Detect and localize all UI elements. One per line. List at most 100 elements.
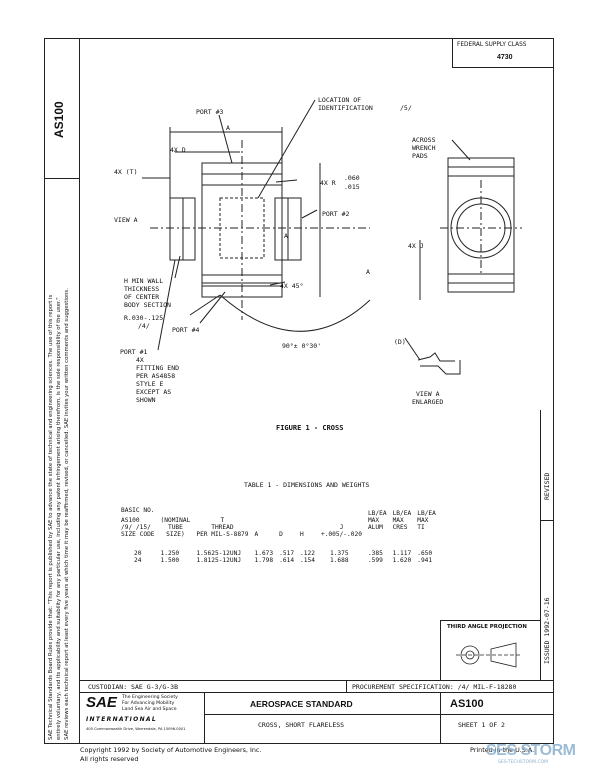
table-header-cell <box>158 504 194 517</box>
label-pads: PADS <box>412 152 428 160</box>
document-id-vertical: AS100 <box>52 101 66 138</box>
table-header-cell <box>297 504 318 517</box>
label-of-center: OF CENTER <box>124 293 160 301</box>
watermark-stamp: SES STORM <box>486 742 576 759</box>
document-frame <box>44 38 554 744</box>
federal-supply-box: FEDERAL SUPPLY CLASS 4730 <box>452 38 554 68</box>
table-cell: 20 <box>134 550 142 557</box>
label-port-3: PORT #3 <box>196 108 224 116</box>
left-side-column <box>44 38 80 744</box>
federal-supply-label: FEDERAL SUPPLY CLASS <box>457 42 527 48</box>
procurement-spec: PROCUREMENT SPECIFICATION: /4/ MIL-F-182… <box>352 683 517 691</box>
table-header-cell <box>318 504 365 517</box>
table-header-cell: TUBE <box>167 524 183 531</box>
table-header-row-3: /9/ /15/ TUBE THREAD J ALUM CRES TI <box>118 524 439 531</box>
table-cell: 1.117 <box>392 550 412 557</box>
label-identification: IDENTIFICATION <box>318 104 373 112</box>
title-block-inner-line <box>205 714 554 715</box>
custodian: CUSTODIAN: SAE G-3/G-3B <box>88 683 179 691</box>
table-header-cell: T <box>220 517 225 524</box>
label-style-e: STYLE E <box>136 380 164 388</box>
label-port-1: PORT #1 <box>120 348 148 356</box>
table-cell: .941 <box>417 557 433 564</box>
table-header-cell: (NOMINAL <box>160 517 191 524</box>
federal-supply-value: 4730 <box>497 54 513 61</box>
issued-label: ISSUED 1992-07-16 <box>543 597 551 664</box>
sae-logo: SAE <box>86 694 117 711</box>
table-header-cell: A <box>254 531 259 538</box>
table-header-cell <box>318 517 365 524</box>
side-note-3: SAE reviews each technical report at lea… <box>64 288 70 740</box>
table-header-cell <box>390 531 415 550</box>
third-angle-box: THIRD ANGLE PROJECTION <box>440 620 540 680</box>
third-angle-symbol <box>456 642 522 668</box>
table-row: 24 1.500 1.8125-12UNJ 1.798 .614 .154 1.… <box>118 557 439 564</box>
table-cell: .122 <box>300 550 315 557</box>
label-location-note: /5/ <box>400 104 412 112</box>
label-4x-r: 4X R <box>320 179 336 187</box>
table-header-row-1: BASIC NO. LB/EA LB/EA LB/EA <box>118 504 439 517</box>
label-h-min: H MIN WALL <box>124 277 164 285</box>
table-header-cell: TI <box>417 524 425 531</box>
label-body-section: BODY SECTION <box>124 301 171 309</box>
sae-tagline-3: Land Sea Air and Space <box>122 707 177 712</box>
table-cell: 1.673 <box>254 550 274 557</box>
label-radius-note: /4/ <box>138 322 150 330</box>
sae-tagline-2: For Advancing Mobility <box>122 701 175 706</box>
label-dim-a-top: A <box>226 124 230 132</box>
table-header-cell: +.005/-.020 <box>320 531 362 538</box>
revision-column-border <box>540 410 554 680</box>
revised-label: REVISED <box>543 472 551 500</box>
table-cell: 1.620 <box>392 557 412 564</box>
copyright-line-1: Copyright 1992 by Society of Automotive … <box>80 746 262 754</box>
sheet-number: SHEET 1 OF 2 <box>458 721 505 729</box>
table-header-cell: CRES <box>392 524 408 531</box>
table-header-cell: MAX <box>417 517 429 524</box>
table-title: TABLE 1 - DIMENSIONS AND WEIGHTS <box>244 481 370 489</box>
sae-logo-block: SAE The Engineering Society For Advancin… <box>80 692 205 744</box>
table-cell: 1.5625-12UNJ <box>196 550 242 557</box>
table-cell: 1.500 <box>160 557 180 564</box>
label-view-a: VIEW A <box>114 216 138 224</box>
table-header-cell <box>276 524 297 531</box>
table-header-cell <box>193 504 251 517</box>
table-header-cell: MAX <box>392 517 404 524</box>
label-dim-a-right: A <box>366 268 370 276</box>
sae-international: INTERNATIONAL <box>86 716 157 723</box>
sae-address: 400 Commonwealth Drive, Warrendale, PA 1… <box>86 727 186 731</box>
table-header-cell: SIZE CODE <box>121 531 155 538</box>
standard-title: AEROSPACE STANDARD <box>250 699 353 709</box>
table-header-cell: LB/EA <box>417 510 436 517</box>
table-row: 20 1.250 1.5625-12UNJ 1.673 .517 .122 1.… <box>118 550 439 557</box>
label-per-as: PER AS4858 <box>136 372 176 380</box>
third-angle-label: THIRD ANGLE PROJECTION <box>447 624 527 630</box>
label-r-lower: .015 <box>344 183 360 191</box>
custodian-divider <box>346 680 347 692</box>
watermark-stamp-line: SES-TECHSTORM.COM <box>498 760 549 765</box>
table-cell: .650 <box>417 550 433 557</box>
docid-divider <box>440 692 441 744</box>
table-header-cell: BASIC NO. <box>121 507 155 514</box>
part-title: CROSS, SHORT FLARELESS <box>258 721 345 729</box>
table-cell: .154 <box>300 557 315 564</box>
table-cell: 1.375 <box>329 550 349 557</box>
label-fitting-end: FITTING END <box>136 364 180 372</box>
table-header-cell <box>365 531 390 550</box>
table-header-cell: /9/ /15/ <box>121 524 151 531</box>
label-shown: SHOWN <box>136 396 156 404</box>
sae-tagline-1: The Engineering Society <box>122 695 178 700</box>
table-header-cell: PER MIL-S-8879 <box>196 531 249 538</box>
table-cell: .385 <box>367 550 383 557</box>
title-block-top-line <box>80 680 554 681</box>
table-cell: 1.8125-12UNJ <box>196 557 242 564</box>
table-cell: .517 <box>279 550 295 557</box>
table-header-cell <box>252 504 277 517</box>
table-header-cell <box>297 517 318 524</box>
label-port-1-4x: 4X <box>136 356 144 364</box>
label-location: LOCATION OF <box>318 96 362 104</box>
label-across: ACROSS <box>412 136 436 144</box>
table-header-cell: ALUM <box>367 524 383 531</box>
label-d-callout: (D) <box>394 338 406 346</box>
table-header-cell: MAX <box>367 517 380 524</box>
table-header-cell: D <box>279 531 283 538</box>
